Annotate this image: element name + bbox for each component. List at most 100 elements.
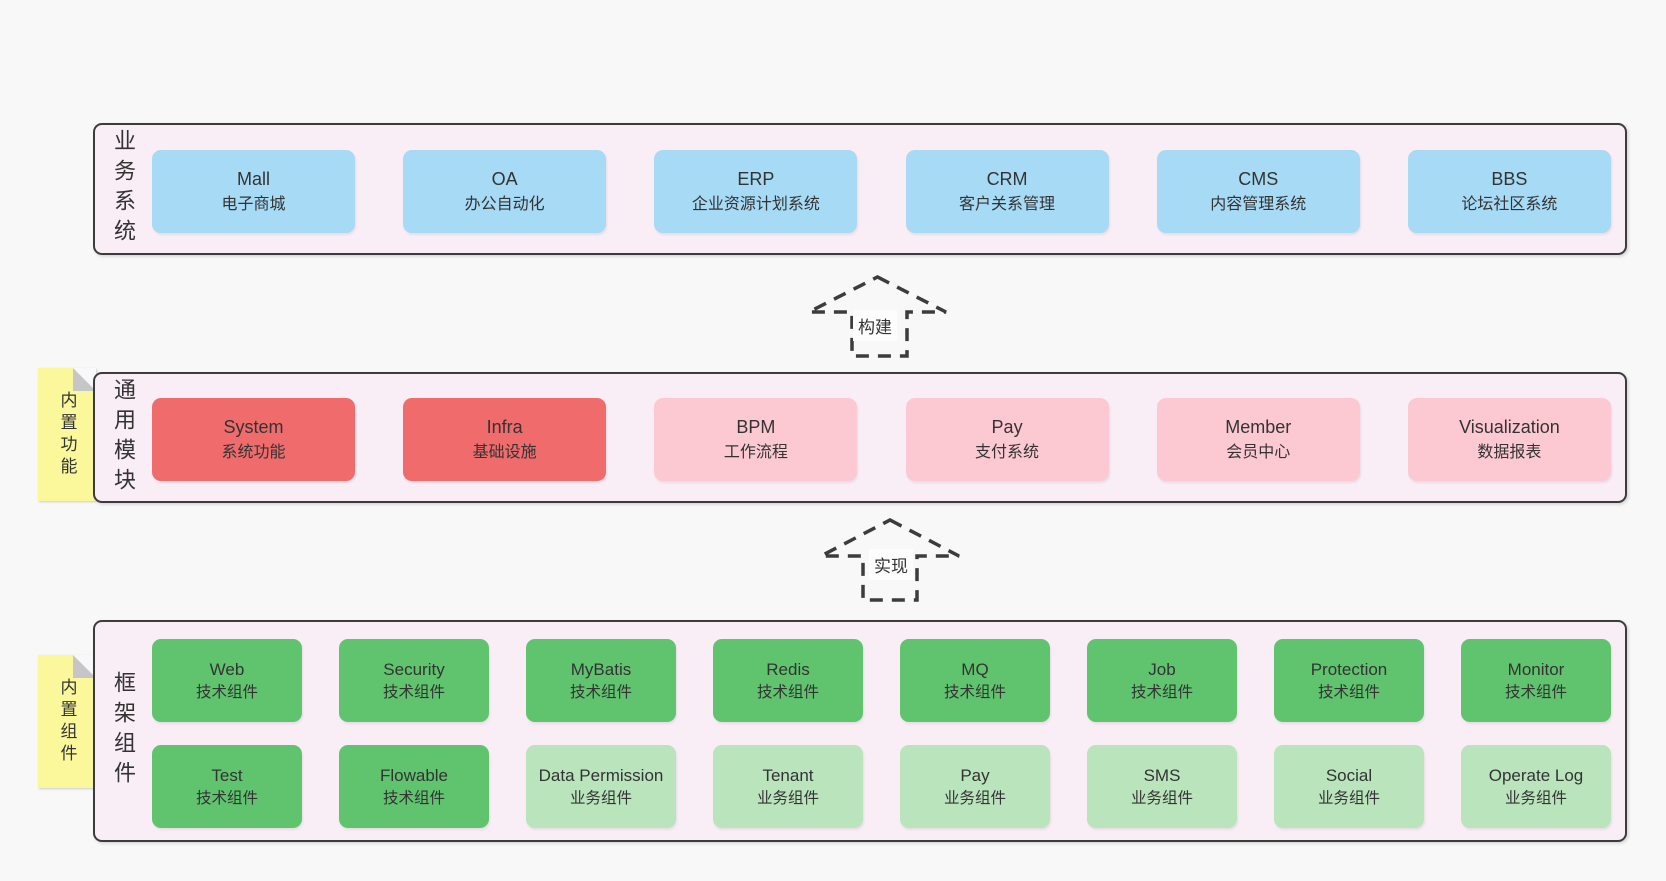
box-title: Member: [1225, 416, 1292, 437]
box-subtitle: 数据报表: [1477, 443, 1542, 461]
component-box-social: Social 业务组件: [1274, 745, 1424, 828]
component-box-flowable: Flowable 技术组件: [339, 745, 489, 828]
modules-box-row: System 系统功能 Infra 基础设施 BPM 工作流程 Pay 支付系统…: [152, 398, 1611, 481]
sticky-tab-builtin-components: 内置组件: [38, 655, 96, 788]
box-title: Protection: [1310, 659, 1388, 679]
sticky-tab-builtin-features-text: 内置功能: [57, 390, 77, 479]
business-box-bbs: BBS 论坛社区系统: [1407, 150, 1611, 233]
business-box-oa: OA 办公自动化: [403, 150, 607, 233]
module-box-bpm: BPM 工作流程: [654, 398, 858, 481]
component-box-monitor: Monitor 技术组件: [1461, 639, 1611, 722]
folded-corner-icon: [73, 655, 96, 678]
module-box-system: System 系统功能: [152, 398, 355, 481]
business-box-erp: ERP 企业资源计划系统: [654, 150, 858, 233]
module-box-pay: Pay 支付系统: [905, 398, 1109, 481]
component-box-mq: MQ 技术组件: [900, 639, 1050, 722]
box-title: Operate Log: [1488, 765, 1584, 785]
business-box-cms: CMS 内容管理系统: [1156, 150, 1360, 233]
box-title: Security: [383, 659, 445, 679]
common-modules-panel: 通用模块 System 系统功能 Infra 基础设施 BPM 工作流程 Pay…: [93, 372, 1627, 503]
box-title: BPM: [736, 416, 776, 437]
box-title: MQ: [961, 659, 989, 679]
component-box-tenant: Tenant 业务组件: [713, 745, 863, 828]
component-box-operate-log: Operate Log 业务组件: [1461, 745, 1611, 828]
box-title: Test: [211, 765, 243, 785]
box-subtitle: 技术组件: [195, 789, 258, 807]
panel-label-modules: 通用模块: [103, 374, 143, 501]
component-box-security: Security 技术组件: [339, 639, 489, 722]
box-subtitle: 业务组件: [756, 789, 819, 807]
box-title: Pay: [960, 765, 990, 785]
box-subtitle: 业务组件: [943, 789, 1006, 807]
component-box-web: Web 技术组件: [152, 639, 302, 722]
box-title: ERP: [737, 168, 775, 189]
box-title: Visualization: [1459, 416, 1560, 437]
box-title: Social: [1325, 765, 1373, 785]
panel-label-modules-text: 通用模块: [111, 377, 136, 498]
box-subtitle: 客户关系管理: [959, 195, 1056, 213]
box-title: Job: [1148, 659, 1176, 679]
box-title: Flowable: [379, 765, 449, 785]
box-subtitle: 会员中心: [1226, 443, 1291, 461]
box-subtitle: 业务组件: [569, 789, 632, 807]
panel-label-business-text: 业务系统: [111, 129, 136, 249]
component-box-protection: Protection 技术组件: [1274, 639, 1424, 722]
module-box-visualization: Visualization 数据报表: [1407, 398, 1611, 481]
framework-components-panel: 框架组件 Web 技术组件 Security 技术组件 MyBatis 技术组件…: [93, 620, 1627, 842]
box-subtitle: 业务组件: [1504, 789, 1567, 807]
box-title: Redis: [766, 659, 810, 679]
box-subtitle: 技术组件: [1504, 683, 1567, 701]
business-box-mall: Mall 电子商城: [152, 150, 355, 233]
component-box-sms: SMS 业务组件: [1087, 745, 1237, 828]
sticky-tab-builtin-features: 内置功能: [38, 368, 96, 501]
module-box-member: Member 会员中心: [1156, 398, 1360, 481]
component-box-mybatis: MyBatis 技术组件: [526, 639, 676, 722]
box-subtitle: 支付系统: [975, 443, 1040, 461]
component-box-test: Test 技术组件: [152, 745, 302, 828]
box-subtitle: 技术组件: [382, 683, 445, 701]
box-subtitle: 技术组件: [943, 683, 1006, 701]
box-subtitle: 业务组件: [1130, 789, 1193, 807]
box-subtitle: 论坛社区系统: [1461, 195, 1558, 213]
panel-label-business: 业务系统: [103, 125, 143, 253]
box-title: System: [223, 416, 284, 437]
component-box-job: Job 技术组件: [1087, 639, 1237, 722]
box-title: Infra: [486, 416, 523, 437]
sticky-tab-text-wrap: 内置功能: [38, 368, 96, 501]
box-subtitle: 技术组件: [1130, 683, 1193, 701]
box-subtitle: 技术组件: [569, 683, 632, 701]
business-box-row: Mall 电子商城 OA 办公自动化 ERP 企业资源计划系统 CRM 客户关系…: [152, 150, 1611, 233]
box-subtitle: 业务组件: [1317, 789, 1380, 807]
box-subtitle: 技术组件: [195, 683, 258, 701]
box-title: SMS: [1143, 765, 1181, 785]
module-box-infra: Infra 基础设施: [403, 398, 607, 481]
box-subtitle: 办公自动化: [464, 195, 545, 213]
sticky-tab-builtin-components-text: 内置组件: [57, 677, 77, 766]
box-title: Mall: [236, 168, 270, 189]
business-systems-panel: 业务系统 Mall 电子商城 OA 办公自动化 ERP 企业资源计划系统 CRM…: [93, 123, 1627, 255]
box-subtitle: 工作流程: [723, 443, 788, 461]
box-title: MyBatis: [570, 659, 632, 679]
box-title: Monitor: [1507, 659, 1565, 679]
box-title: Pay: [991, 416, 1023, 437]
box-subtitle: 技术组件: [756, 683, 819, 701]
build-arrow-icon: [808, 275, 947, 358]
build-arrow-label: 构建: [853, 310, 897, 341]
box-title: OA: [491, 168, 518, 189]
box-subtitle: 内容管理系统: [1210, 195, 1307, 213]
box-title: CMS: [1238, 168, 1279, 189]
panel-label-components-text: 框架组件: [111, 671, 136, 791]
component-box-data-permission: Data Permission 业务组件: [526, 745, 676, 828]
implement-arrow-label: 实现: [869, 549, 913, 580]
box-subtitle: 技术组件: [1317, 683, 1380, 701]
box-title: BBS: [1491, 168, 1528, 189]
components-box-row-1: Web 技术组件 Security 技术组件 MyBatis 技术组件 Redi…: [152, 639, 1611, 722]
component-box-redis: Redis 技术组件: [713, 639, 863, 722]
sticky-tab-text-wrap: 内置组件: [38, 655, 96, 788]
box-title: CRM: [986, 168, 1028, 189]
business-box-crm: CRM 客户关系管理: [905, 150, 1109, 233]
box-subtitle: 系统功能: [221, 443, 286, 461]
box-subtitle: 企业资源计划系统: [691, 195, 820, 213]
implement-arrow-icon: [820, 518, 960, 602]
box-subtitle: 基础设施: [472, 443, 537, 461]
